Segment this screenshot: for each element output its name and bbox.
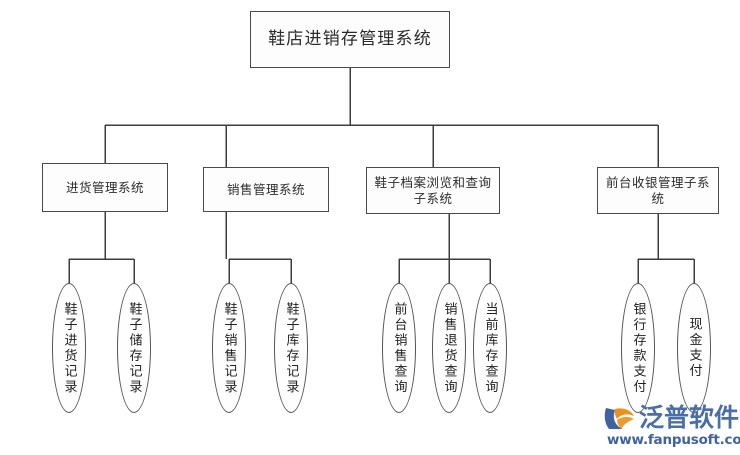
leaf-current-stock-query[interactable]: 当前库存查询	[473, 283, 507, 413]
leaf-label: 前台销售查询	[391, 301, 407, 395]
leaf-label: 鞋子储存记录	[126, 301, 142, 395]
leaf-label: 银行存款支付	[630, 301, 646, 395]
leaf-sales-return-query[interactable]: 销售退货查询	[432, 283, 466, 413]
leaf-cash-payment[interactable]: 现金支付	[677, 283, 711, 413]
leaf-label: 鞋子进货记录	[61, 301, 77, 395]
node-front-desk-cashier-subsystem[interactable]: 前台收银管理子系统	[597, 167, 719, 214]
leaf-shoe-inventory-record[interactable]: 鞋子库存记录	[274, 283, 308, 413]
node-root-system[interactable]: 鞋店进销存管理系统	[250, 11, 450, 68]
node-root-label: 鞋店进销存管理系统	[268, 29, 432, 50]
leaf-label: 鞋子库存记录	[283, 301, 299, 395]
leaf-label: 当前库存查询	[482, 301, 498, 395]
node-label: 前台收银管理子系统	[605, 175, 710, 206]
leaf-shoe-sales-record[interactable]: 鞋子销售记录	[212, 283, 246, 413]
node-shoe-archive-browse-query-subsystem[interactable]: 鞋子档案浏览和查询子系统	[366, 167, 500, 214]
leaf-shoe-storage-record[interactable]: 鞋子储存记录	[117, 283, 151, 413]
watermark: 泛普软件 www.fanpusoft.com	[603, 401, 740, 453]
leaf-label: 现金支付	[686, 317, 702, 379]
node-sales-management-system[interactable]: 销售管理系统	[203, 167, 329, 212]
node-label: 进货管理系统	[65, 179, 144, 195]
node-purchase-management-system[interactable]: 进货管理系统	[42, 163, 168, 212]
leaf-shoe-purchase-record[interactable]: 鞋子进货记录	[52, 283, 86, 413]
leaf-label: 鞋子销售记录	[221, 301, 237, 395]
leaf-front-desk-sales-query[interactable]: 前台销售查询	[382, 283, 416, 413]
watermark-url: www.fanpusoft.com	[607, 432, 740, 448]
leaf-bank-deposit-payment[interactable]: 银行存款支付	[621, 283, 655, 413]
node-label: 销售管理系统	[226, 181, 305, 197]
node-label: 鞋子档案浏览和查询子系统	[374, 175, 492, 206]
leaf-label: 销售退货查询	[441, 301, 457, 395]
